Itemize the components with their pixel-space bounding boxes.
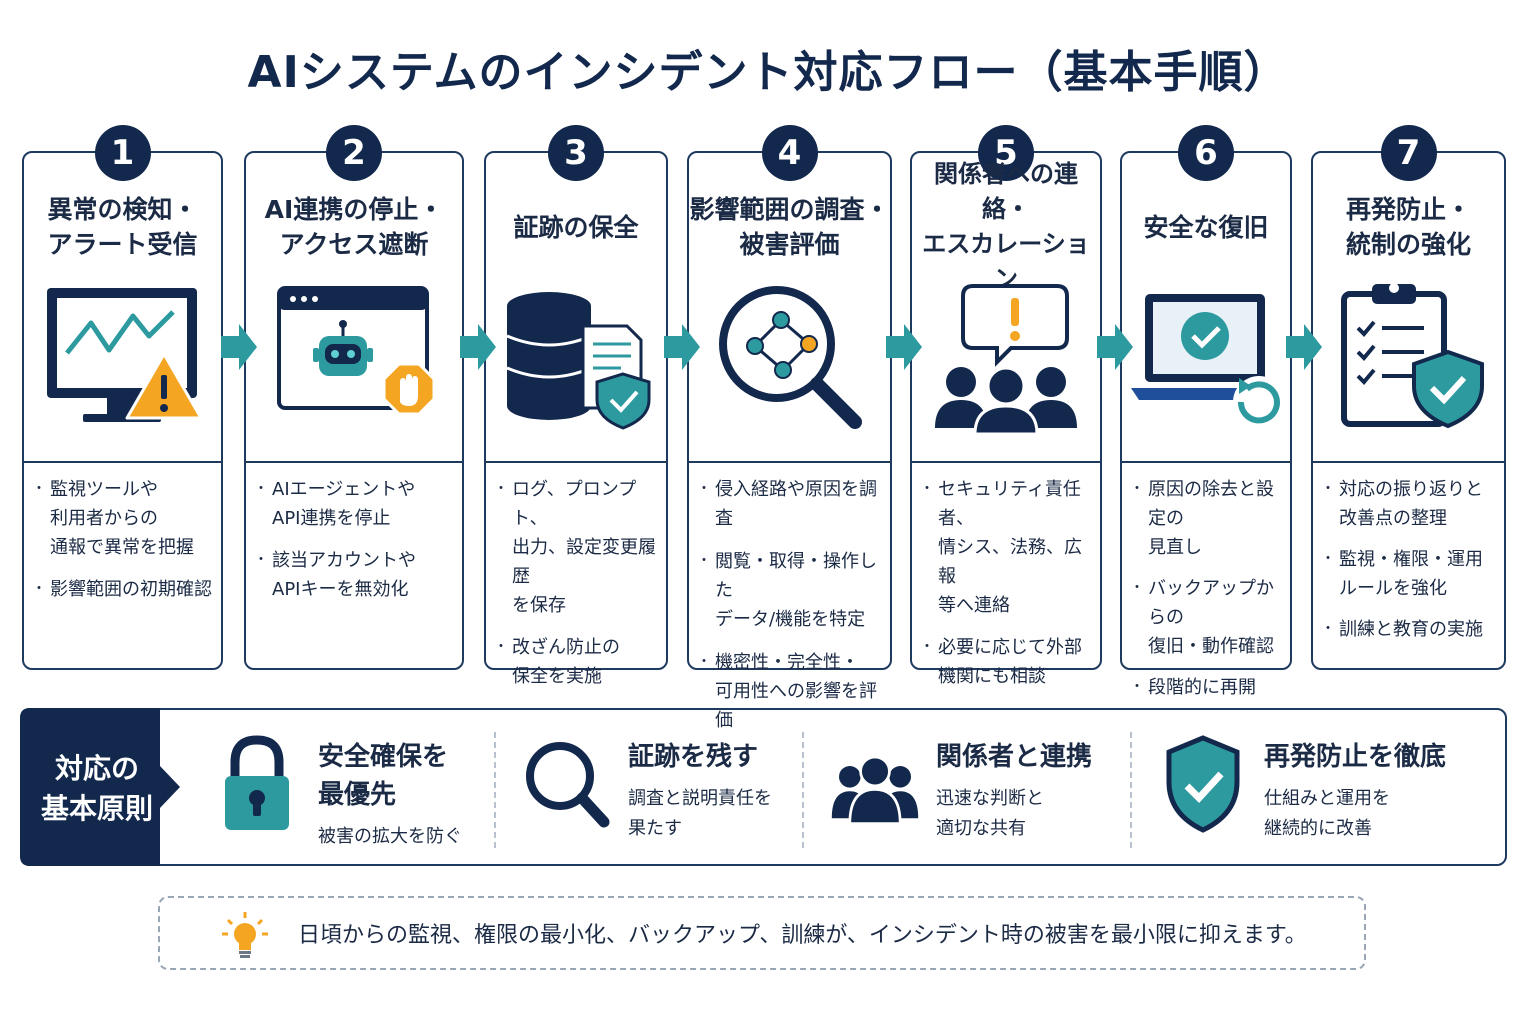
step-title: 関係者への連絡・エスカレーション bbox=[922, 160, 1090, 293]
step-card-2: 2 AI連携の停止・アクセス遮断 AIエージェントや API連携を停止 該当アカ… bbox=[244, 125, 464, 670]
principles-label-bg bbox=[20, 708, 180, 866]
divider bbox=[24, 461, 221, 463]
checklist-shield-icon bbox=[1313, 273, 1504, 443]
step-number: 2 bbox=[326, 125, 382, 181]
bullet: 改ざん防止の 保全を実施 bbox=[494, 633, 660, 691]
arrow-right-icon bbox=[664, 324, 700, 370]
principle-desc: 迅速な判断と適切な共有 bbox=[936, 788, 1044, 839]
step-number: 4 bbox=[761, 125, 818, 181]
people-alert-icon bbox=[912, 273, 1100, 443]
step-card-7: 7 再発防止・統制の強化 対応の振り返りと 改善点の整理 監視・権限・運用 ルー… bbox=[1311, 125, 1506, 670]
laptop-restore-icon bbox=[1122, 273, 1290, 443]
principle-desc: 被害の拡大を防ぐ bbox=[318, 826, 462, 847]
step-title: AI連携の停止・アクセス遮断 bbox=[264, 195, 444, 259]
bullet: 侵入経路や原因を調査 bbox=[697, 475, 884, 533]
step-bullets: ログ、プロンプト、 出力、設定変更履歴 を保存 改ざん防止の 保全を実施 bbox=[494, 475, 660, 704]
bullet: 訓練と教育の実施 bbox=[1321, 615, 1498, 644]
monitor-alert-icon bbox=[24, 273, 221, 443]
step-number: 3 bbox=[548, 125, 604, 181]
step-number: 6 bbox=[1178, 125, 1234, 181]
step-bullets: セキュリティ責任者、 情シス、法務、広報 等へ連絡 必要に応じて外部 機関にも相… bbox=[920, 475, 1094, 704]
divider bbox=[486, 461, 666, 463]
bullet: AIエージェントや API連携を停止 bbox=[254, 475, 456, 533]
principle-title: 安全確保を最優先 bbox=[318, 742, 449, 810]
step-title: 異常の検知・アラート受信 bbox=[47, 195, 198, 259]
step-bullets: AIエージェントや API連携を停止 該当アカウントや APIキーを無効化 bbox=[254, 475, 456, 617]
bullet: ログ、プロンプト、 出力、設定変更履歴 を保存 bbox=[494, 475, 660, 620]
database-document-icon bbox=[486, 273, 666, 443]
divider bbox=[246, 461, 462, 463]
step-bullets: 侵入経路や原因を調査 閲覧・取得・操作した データ/機能を特定 機密性・完全性・… bbox=[697, 475, 884, 748]
bullet: 閲覧・取得・操作した データ/機能を特定 bbox=[697, 547, 884, 634]
step-card-5: 5 関係者への連絡・エスカレーション セキュリティ責任者、 情シス、法務、広報 … bbox=[910, 125, 1102, 687]
separator bbox=[802, 732, 804, 848]
bullet: 影響範囲の初期確認 bbox=[32, 575, 215, 604]
step-card-6: 6 安全な復旧 原因の除去と設定の 見直し バックアップからの 復旧・動作確認 … bbox=[1120, 125, 1292, 702]
separator bbox=[494, 732, 496, 848]
principle-item: 証跡を残す 調査と説明責任を果たす bbox=[522, 730, 802, 850]
arrow-right-icon bbox=[886, 324, 922, 370]
step-bullets: 原因の除去と設定の 見直し バックアップからの 復旧・動作確認 段階的に再開 bbox=[1130, 475, 1284, 715]
step-title: 安全な復旧 bbox=[1143, 212, 1269, 242]
step-title: 再発防止・統制の強化 bbox=[1345, 195, 1471, 259]
tip-box: 日頃からの監視、権限の最小化、バックアップ、訓練が、インシデント時の被害を最小限… bbox=[158, 896, 1366, 970]
lock-icon bbox=[212, 734, 302, 834]
arrow-right-icon bbox=[460, 324, 496, 370]
principle-title: 関係者と連携 bbox=[936, 742, 1093, 772]
divider bbox=[912, 461, 1100, 463]
bullet: 必要に応じて外部 機関にも相談 bbox=[920, 633, 1094, 691]
page-title: AIシステムのインシデント対応フロー（基本手順） bbox=[247, 47, 1289, 98]
principle-item: 関係者と連携 迅速な判断と適切な共有 bbox=[830, 730, 1120, 850]
step-title: 証跡の保全 bbox=[513, 212, 639, 242]
step-number: 1 bbox=[94, 125, 151, 181]
principle-desc: 仕組みと運用を継続的に改善 bbox=[1264, 788, 1390, 839]
step-bullets: 監視ツールや 利用者からの 通報で異常を把握 影響範囲の初期確認 bbox=[32, 475, 215, 617]
principle-title: 再発防止を徹底 bbox=[1264, 742, 1447, 772]
robot-stop-icon bbox=[246, 273, 462, 443]
step-card-1: 1 異常の検知・アラート受信 監視ツールや 利用者からの 通報で異常を把握 影響… bbox=[22, 125, 223, 670]
principle-item: 再発防止を徹底 仕組みと運用を継続的に改善 bbox=[1158, 730, 1488, 850]
divider bbox=[1313, 461, 1504, 463]
step-bullets: 対応の振り返りと 改善点の整理 監視・権限・運用 ルールを強化 訓練と教育の実施 bbox=[1321, 475, 1498, 657]
magnifier-network-icon bbox=[689, 273, 890, 443]
bullet: 監視ツールや 利用者からの 通報で異常を把握 bbox=[32, 475, 215, 562]
arrow-right-icon bbox=[221, 324, 257, 370]
principle-desc: 調査と説明責任を果たす bbox=[628, 788, 772, 839]
step-card-3: 3 証跡の保全 ログ、プロンプト、 出力、設定変更履歴 を保存 改ざん防止の 保… bbox=[484, 125, 668, 687]
principle-item: 安全確保を最優先 被害の拡大を防ぐ bbox=[212, 730, 492, 850]
bullet: 機密性・完全性・ 可用性への影響を評価 bbox=[697, 648, 884, 735]
step-title: 影響範囲の調査・被害評価 bbox=[689, 195, 890, 259]
bullet: バックアップからの 復旧・動作確認 bbox=[1130, 574, 1284, 661]
people-icon bbox=[830, 734, 920, 834]
bullet: 対応の振り返りと 改善点の整理 bbox=[1321, 475, 1498, 533]
bullet: 該当アカウントや APIキーを無効化 bbox=[254, 546, 456, 604]
bullet: 段階的に再開 bbox=[1130, 673, 1284, 702]
lightbulb-icon bbox=[222, 912, 268, 958]
step-number: 5 bbox=[978, 125, 1034, 181]
principles-label: 対応の基本原則 bbox=[40, 752, 153, 825]
tip-text: 日頃からの監視、権限の最小化、バックアップ、訓練が、インシデント時の被害を最小限… bbox=[298, 923, 1307, 948]
arrow-right-icon bbox=[1097, 324, 1133, 370]
bullet: 原因の除去と設定の 見直し bbox=[1130, 475, 1284, 562]
step-card-4: 4 影響範囲の調査・被害評価 侵入経路や原因を調査 閲覧・取得・操作した データ… bbox=[687, 125, 892, 731]
separator bbox=[1130, 732, 1132, 848]
arrow-right-icon bbox=[1286, 324, 1322, 370]
shield-check-icon bbox=[1158, 734, 1248, 834]
step-number: 7 bbox=[1380, 125, 1437, 181]
divider bbox=[689, 461, 890, 463]
divider bbox=[1122, 461, 1290, 463]
bullet: 監視・権限・運用 ルールを強化 bbox=[1321, 545, 1498, 603]
principles-panel: 対応の基本原則 安全確保を最優先 被害の拡大を防ぐ 証跡を残す 調査と説明責任を… bbox=[20, 708, 1507, 866]
search-icon bbox=[522, 734, 612, 834]
bullet: セキュリティ責任者、 情シス、法務、広報 等へ連絡 bbox=[920, 475, 1094, 620]
principle-title: 証跡を残す bbox=[628, 742, 759, 772]
